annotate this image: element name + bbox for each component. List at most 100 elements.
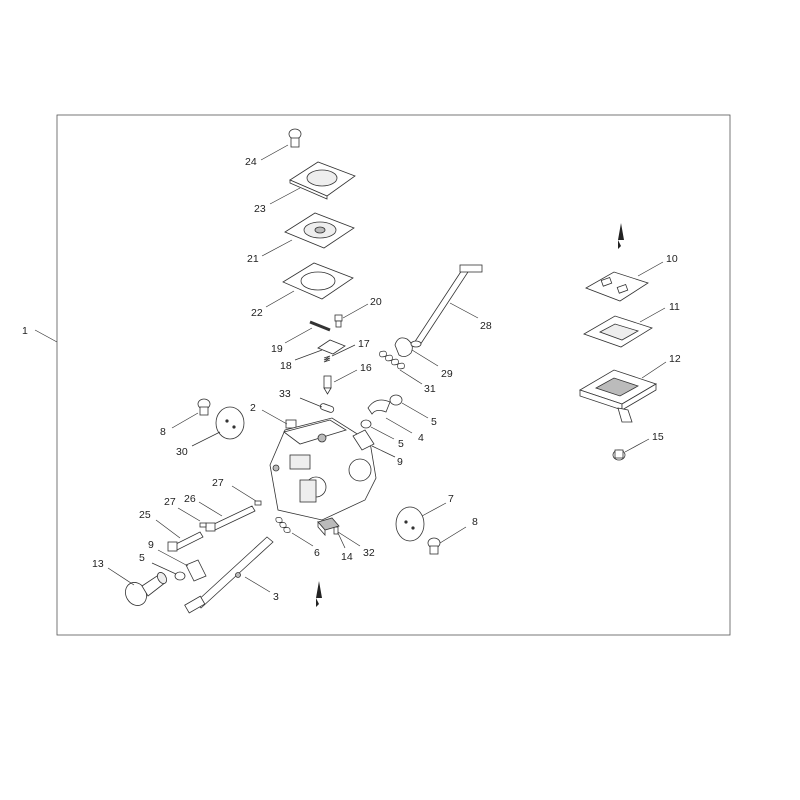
callout-2: 2 <box>250 402 256 414</box>
callout-6: 6 <box>314 547 320 559</box>
leader-29 <box>411 349 439 367</box>
part-10-gasket <box>585 271 649 302</box>
callout-1: 1 <box>22 325 28 337</box>
part-11-diaphragm <box>583 315 653 348</box>
part-14-pin <box>333 526 339 535</box>
part-22-gasket <box>282 262 354 300</box>
leader-27b <box>177 507 201 522</box>
part-5-washer-left <box>174 571 186 581</box>
leader-26 <box>198 501 223 517</box>
callout-23: 23 <box>254 203 266 215</box>
callout-33: 33 <box>279 388 291 400</box>
leader-20 <box>342 303 369 319</box>
part-27-pin-lower <box>199 522 207 528</box>
leader-33 <box>299 397 323 408</box>
callout-25: 25 <box>139 509 151 521</box>
callout-24: 24 <box>245 156 257 168</box>
part-5-washer-right <box>389 394 403 406</box>
part-26-needle <box>205 505 256 532</box>
leader-10 <box>637 261 664 277</box>
part-15-screw <box>612 449 626 461</box>
leader-9a <box>371 445 396 458</box>
arrow-marker-bottom <box>316 581 322 607</box>
leader-21 <box>261 239 293 257</box>
leader-32 <box>337 531 361 547</box>
part-8-screw-left <box>197 398 211 416</box>
callout-26: 26 <box>184 493 196 505</box>
callout-18: 18 <box>280 360 292 372</box>
callout-28: 28 <box>480 320 492 332</box>
callout-13: 13 <box>92 558 104 570</box>
leader-3 <box>244 576 271 593</box>
leader-8a <box>171 412 199 429</box>
leader-19 <box>284 327 313 344</box>
leader-2 <box>261 409 288 425</box>
part-20-screw <box>334 314 343 328</box>
leader-17 <box>331 344 356 357</box>
leader-16 <box>333 369 358 383</box>
part-12-pump-cover <box>579 369 657 423</box>
callout-32: 32 <box>363 547 375 559</box>
callout-12: 12 <box>669 353 681 365</box>
leader-13 <box>107 567 135 586</box>
callout-5b: 5 <box>398 438 404 450</box>
part-2-plug <box>285 419 297 429</box>
callout-14: 14 <box>341 551 353 563</box>
leader-14 <box>337 532 346 549</box>
callout-8a: 8 <box>160 426 166 438</box>
leader-24 <box>260 144 289 161</box>
callout-19: 19 <box>271 343 283 355</box>
leader-30 <box>191 431 221 447</box>
diagram-frame <box>56 114 731 636</box>
leader-12 <box>641 361 667 379</box>
part-4-lever <box>367 399 391 415</box>
callout-22: 22 <box>251 307 263 319</box>
callout-15: 15 <box>652 431 664 443</box>
callout-20: 20 <box>370 296 382 308</box>
leader-25 <box>155 519 181 539</box>
callout-9a: 9 <box>397 456 403 468</box>
leader-11 <box>639 307 666 323</box>
callout-8b: 8 <box>472 516 478 528</box>
part-29-lever <box>394 337 413 357</box>
part-9-link <box>352 429 375 451</box>
leader-5b <box>370 426 395 440</box>
part-6-spring <box>275 517 291 533</box>
callout-30: 30 <box>176 446 188 458</box>
part-18-lever <box>317 339 346 355</box>
arrow-marker-right <box>618 223 624 249</box>
part-7-plate <box>395 506 425 542</box>
leader-27a <box>231 485 257 502</box>
leader-18 <box>294 349 323 361</box>
part-8-screw-right <box>427 537 441 555</box>
part-31-spring <box>379 350 405 370</box>
leader-5c <box>151 562 177 575</box>
part-9-link-left <box>185 559 207 582</box>
part-32-filter <box>317 517 340 537</box>
part-16-needle <box>323 375 332 395</box>
leader-31 <box>399 369 423 385</box>
part-28-shaft <box>410 264 483 348</box>
part-27-pin-upper <box>254 500 262 506</box>
callout-17: 17 <box>358 338 370 350</box>
callout-5c: 5 <box>139 552 145 564</box>
callout-5a: 5 <box>431 416 437 428</box>
part-13-primer <box>125 572 167 606</box>
leader-22 <box>265 290 295 308</box>
part-21-diaphragm <box>284 212 355 249</box>
callout-4: 4 <box>418 432 424 444</box>
leader-15 <box>624 438 650 453</box>
callout-21: 21 <box>247 253 259 265</box>
leader-5a <box>401 402 429 419</box>
leader-1 <box>34 329 58 343</box>
part-23-cover <box>289 161 356 200</box>
callout-10: 10 <box>666 253 678 265</box>
callout-27b: 27 <box>164 496 176 508</box>
part-5-washer-center <box>360 419 372 429</box>
callout-27a: 27 <box>212 477 224 489</box>
leader-8b <box>439 526 467 544</box>
leader-4 <box>385 417 413 434</box>
leader-28 <box>449 302 479 319</box>
leader-7 <box>421 502 447 517</box>
